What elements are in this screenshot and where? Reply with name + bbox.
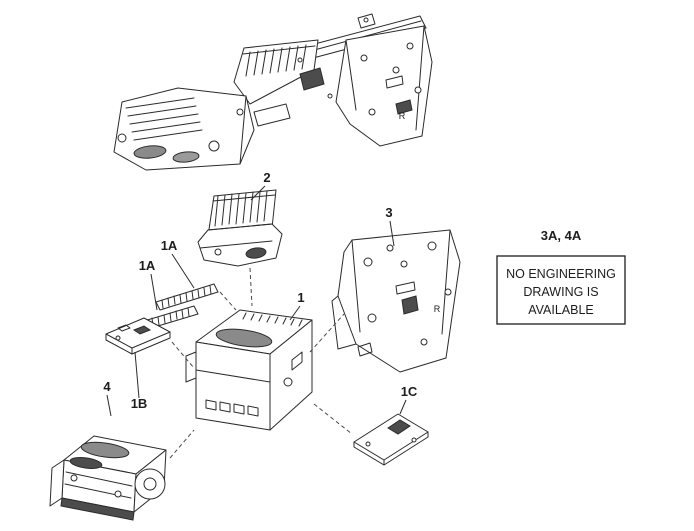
callout-1a-lower: 1A	[139, 258, 156, 273]
callout-1b: 1B	[131, 396, 148, 411]
callout-2: 2	[263, 170, 270, 185]
callout-1: 1	[297, 290, 304, 305]
r-mark-assembly: R	[399, 111, 406, 121]
note-line-1: NO ENGINEERING	[506, 267, 616, 281]
note-line-2: DRAWING IS	[523, 285, 598, 299]
no-drawing-note: 3A, 4A NO ENGINEERING DRAWING IS AVAILAB…	[496, 228, 626, 325]
part-3-drawing: R	[331, 229, 461, 373]
callout-1a-upper: 1A	[161, 238, 178, 253]
part-1c-drawing	[353, 413, 429, 466]
note-heading: 3A, 4A	[541, 228, 582, 243]
callout-3: 3	[385, 205, 392, 220]
part-2-drawing	[197, 189, 283, 267]
part-1b-drawing	[105, 317, 171, 355]
callout-leader-lines	[106, 185, 407, 417]
assembly-dashed-lines	[169, 267, 353, 459]
note-box	[496, 255, 626, 325]
r-mark-part3: R	[434, 304, 441, 314]
note-line-3: AVAILABLE	[528, 303, 594, 317]
part-4-drawing	[49, 435, 167, 521]
assembled-unit-drawing: R	[113, 13, 433, 171]
part-1-drawing	[185, 309, 313, 431]
callout-4: 4	[103, 379, 111, 394]
callout-1c: 1C	[401, 384, 418, 399]
